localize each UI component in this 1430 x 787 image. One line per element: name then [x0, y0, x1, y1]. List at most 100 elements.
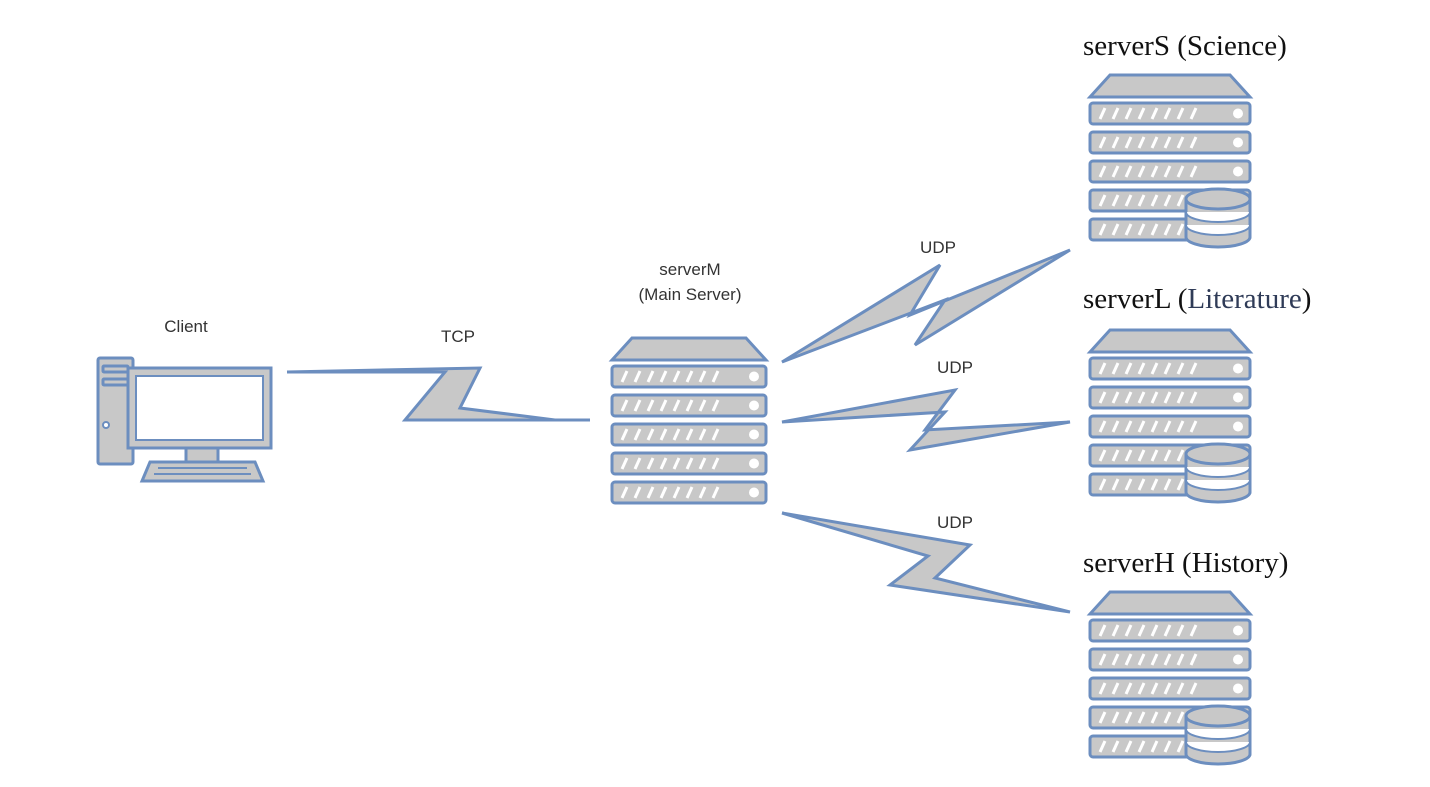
server-vent [1137, 740, 1146, 753]
server-vent [1111, 391, 1120, 404]
server-vent [1124, 420, 1133, 433]
server-vent [1137, 391, 1146, 404]
server-top [1086, 73, 1254, 99]
tower-slot [101, 364, 130, 374]
server-vent [1189, 682, 1198, 695]
server-vent [1111, 420, 1120, 433]
server-vent [1111, 194, 1120, 207]
udp-label-science: UDP [920, 238, 956, 257]
server-vent [1137, 478, 1146, 491]
server-vent [1176, 449, 1185, 462]
server-vent [1098, 682, 1107, 695]
database-top [1184, 187, 1252, 211]
server-top [1086, 590, 1254, 616]
server-vent [685, 428, 694, 441]
server-vent [1124, 711, 1133, 724]
server-vent [1137, 420, 1146, 433]
client-label: Client [164, 317, 208, 336]
server-vent [1176, 711, 1185, 724]
desktop-computer-icon [96, 356, 273, 483]
monitor-stand [184, 446, 220, 464]
server-vent [711, 486, 720, 499]
server-vent [1111, 362, 1120, 375]
server-vent [1150, 136, 1159, 149]
server-vent [1150, 165, 1159, 178]
server-vent [1163, 449, 1172, 462]
server-vent [1176, 223, 1185, 236]
server-vent [1098, 740, 1107, 753]
database-band [1185, 211, 1251, 223]
server-led [1233, 137, 1243, 148]
server-vent [1111, 223, 1120, 236]
science-paren-close: ) [1277, 30, 1287, 62]
server-vent [672, 486, 681, 499]
server-led [749, 400, 759, 411]
server-vent [1163, 391, 1172, 404]
server-vent [646, 457, 655, 470]
server-vent [1176, 682, 1185, 695]
server-vent [1163, 478, 1172, 491]
server-vent [659, 457, 668, 470]
server-vent [646, 399, 655, 412]
server-vent [685, 457, 694, 470]
server-vent [1098, 194, 1107, 207]
server-vent [1176, 624, 1185, 637]
server-vent [1150, 624, 1159, 637]
database-icon [1184, 187, 1252, 249]
server-vent [1176, 136, 1185, 149]
server-vent [646, 428, 655, 441]
server-vent [1124, 449, 1133, 462]
server-vent [1163, 223, 1172, 236]
server-vent [1137, 362, 1146, 375]
server-vent [1189, 362, 1198, 375]
server-vent [1189, 107, 1198, 120]
server-vent [685, 486, 694, 499]
main-server-subtitle: (Main Server) [639, 285, 742, 304]
server-vent [659, 399, 668, 412]
link-main-science [781, 248, 1071, 364]
server-vent [1163, 136, 1172, 149]
database-band [1185, 728, 1251, 740]
server-vent [685, 370, 694, 383]
server-led [1233, 166, 1243, 177]
database-icon [1184, 442, 1252, 504]
server-top [608, 336, 770, 362]
server-vent [672, 399, 681, 412]
literature-server-label: serverL (Literature) [1083, 283, 1311, 315]
server-top [1086, 328, 1254, 354]
server-led [749, 487, 759, 498]
server-vent [1111, 136, 1120, 149]
tcp-label: TCP [441, 327, 475, 346]
server-vent [1163, 362, 1172, 375]
server-led [1233, 683, 1243, 694]
server-vent [1150, 653, 1159, 666]
server-vent [1137, 223, 1146, 236]
database-icon [1184, 704, 1252, 766]
server-vent [1189, 653, 1198, 666]
database-band [1185, 224, 1251, 236]
server-vent [1163, 624, 1172, 637]
server-led [749, 458, 759, 469]
tower-slot [101, 377, 130, 387]
server-vent [672, 457, 681, 470]
server-vent [1189, 420, 1198, 433]
server-led [1233, 392, 1243, 403]
udp-label-history: UDP [937, 513, 973, 532]
server-vent [646, 486, 655, 499]
server-vent [1124, 136, 1133, 149]
server-vent [1150, 223, 1159, 236]
server-vent [1111, 653, 1120, 666]
server-led [749, 429, 759, 440]
server-vent [1137, 136, 1146, 149]
server-vent [659, 486, 668, 499]
server-vent [698, 399, 707, 412]
server-vent [1111, 107, 1120, 120]
server-vent [1098, 223, 1107, 236]
server-vent [1137, 711, 1146, 724]
science-server-name: serverS [1083, 30, 1170, 62]
server-vent [646, 370, 655, 383]
server-vent [1098, 165, 1107, 178]
server-vent [633, 399, 642, 412]
server-vent [698, 428, 707, 441]
server-vent [1189, 391, 1198, 404]
